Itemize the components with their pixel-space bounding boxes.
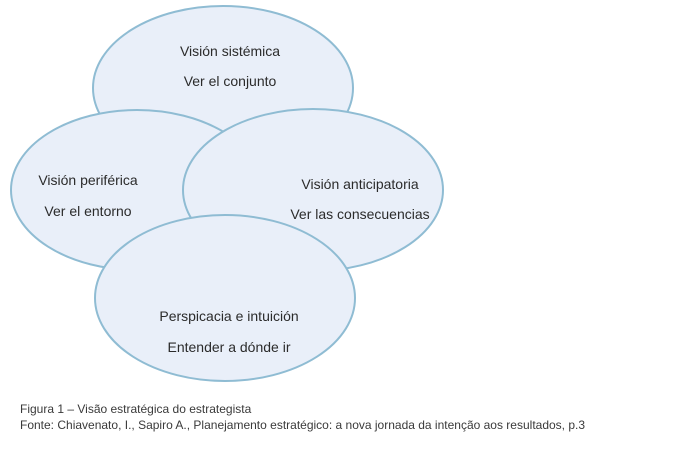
node-title: Visión anticipatoria [301, 176, 419, 192]
node-subtitle: Ver las consecuencias [290, 206, 430, 222]
figure-caption: Figura 1 – Visão estratégica do estrateg… [20, 402, 252, 416]
node-title: Perspicacia e intuición [159, 308, 299, 324]
source-caption: Fonte: Chiavenato, I., Sapiro A., Planej… [20, 418, 586, 432]
node-subtitle: Ver el entorno [44, 203, 132, 219]
node-subtitle: Entender a dónde ir [167, 339, 291, 355]
ellipse-insight [94, 214, 356, 382]
node-title: Visión periférica [38, 172, 138, 188]
node-title: Visión sistémica [179, 43, 281, 59]
node-subtitle: Ver el conjunto [183, 73, 277, 89]
